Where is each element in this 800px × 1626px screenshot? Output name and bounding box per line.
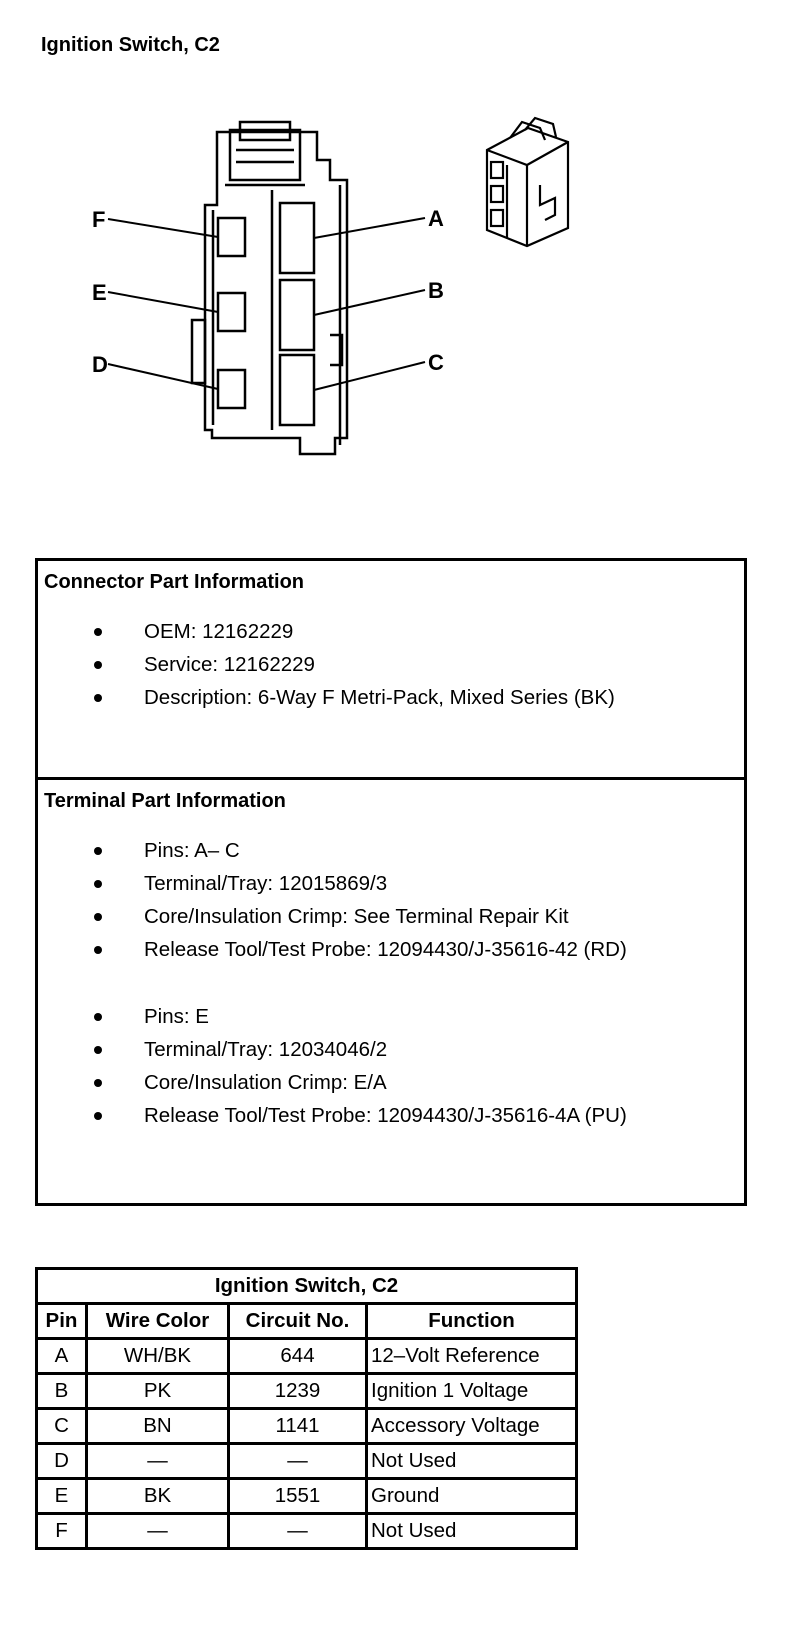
cell-circuit-no: 644 bbox=[227, 1337, 368, 1375]
list-item: Description: 6-Way F Metri-Pack, Mixed S… bbox=[38, 681, 744, 714]
cell-pin: C bbox=[35, 1407, 88, 1445]
cell-wire-color: BN bbox=[85, 1407, 230, 1445]
list-item: Release Tool/Test Probe: 12094430/J-3561… bbox=[38, 1099, 744, 1132]
part-information-box: Connector Part Information OEM: 12162229… bbox=[35, 558, 747, 1206]
connector-latch bbox=[228, 128, 302, 182]
cavity-c bbox=[278, 353, 316, 427]
list-item: Pins: A– C bbox=[38, 834, 744, 867]
pin-label-d: D bbox=[92, 352, 108, 377]
cell-wire-color: — bbox=[85, 1442, 230, 1480]
connector-info-list: OEM: 12162229 Service: 12162229 Descript… bbox=[38, 615, 744, 714]
pin-table-title: Ignition Switch, C2 bbox=[35, 1267, 578, 1305]
terminal-info-heading: Terminal Part Information bbox=[44, 790, 286, 812]
cell-function: Not Used bbox=[365, 1512, 578, 1550]
cell-circuit-no: 1551 bbox=[227, 1477, 368, 1515]
pin-table: Ignition Switch, C2 Pin Wire Color Circu… bbox=[35, 1267, 578, 1550]
cell-circuit-no: 1141 bbox=[227, 1407, 368, 1445]
connector-info-heading: Connector Part Information bbox=[44, 571, 305, 593]
table-row: B PK 1239 Ignition 1 Voltage bbox=[35, 1372, 578, 1410]
cell-circuit-no: 1239 bbox=[227, 1372, 368, 1410]
cell-wire-color: BK bbox=[85, 1477, 230, 1515]
connector-diagram: A B C D E F bbox=[92, 116, 570, 456]
pin-label-e: E bbox=[92, 280, 107, 305]
terminal-info-group-1: Pins: A– C Terminal/Tray: 12015869/3 Cor… bbox=[38, 834, 744, 966]
cavity-b bbox=[278, 278, 316, 352]
list-item: Core/Insulation Crimp: E/A bbox=[38, 1066, 744, 1099]
pin-label-a: A bbox=[428, 206, 444, 231]
connector-isometric-view bbox=[485, 116, 570, 248]
terminal-part-information: Terminal Part Information Pins: A– C Ter… bbox=[38, 780, 744, 1203]
cell-circuit-no: — bbox=[227, 1512, 368, 1550]
table-row: C BN 1141 Accessory Voltage bbox=[35, 1407, 578, 1445]
table-row: F — — Not Used bbox=[35, 1512, 578, 1550]
table-row: D — — Not Used bbox=[35, 1442, 578, 1480]
pin-label-f: F bbox=[92, 207, 105, 232]
cell-function: Ground bbox=[365, 1477, 578, 1515]
cell-pin: B bbox=[35, 1372, 88, 1410]
connector-part-information: Connector Part Information OEM: 12162229… bbox=[38, 561, 744, 780]
cell-pin: F bbox=[35, 1512, 88, 1550]
cell-function: Accessory Voltage bbox=[365, 1407, 578, 1445]
list-item: OEM: 12162229 bbox=[38, 615, 744, 648]
list-item: Service: 12162229 bbox=[38, 648, 744, 681]
cell-wire-color: PK bbox=[85, 1372, 230, 1410]
list-item: Release Tool/Test Probe: 12094430/J-3561… bbox=[38, 933, 744, 966]
column-header-wire-color: Wire Color bbox=[85, 1302, 230, 1340]
cell-wire-color: WH/BK bbox=[85, 1337, 230, 1375]
cell-function: 12–Volt Reference bbox=[365, 1337, 578, 1375]
pin-label-c: C bbox=[428, 350, 444, 375]
cavity-a bbox=[278, 201, 316, 275]
column-header-function: Function bbox=[365, 1302, 578, 1340]
cell-circuit-no: — bbox=[227, 1442, 368, 1480]
terminal-info-group-2: Pins: E Terminal/Tray: 12034046/2 Core/I… bbox=[38, 1000, 744, 1132]
column-header-pin: Pin bbox=[35, 1302, 88, 1340]
list-item: Pins: E bbox=[38, 1000, 744, 1033]
pin-label-b: B bbox=[428, 278, 444, 303]
cavity-f bbox=[216, 216, 247, 258]
list-item: Core/Insulation Crimp: See Terminal Repa… bbox=[38, 900, 744, 933]
page-title: Ignition Switch, C2 bbox=[41, 34, 220, 56]
cavity-d bbox=[216, 368, 247, 410]
cavity-e bbox=[216, 291, 247, 333]
cell-pin: D bbox=[35, 1442, 88, 1480]
cell-function: Not Used bbox=[365, 1442, 578, 1480]
list-item: Terminal/Tray: 12015869/3 bbox=[38, 867, 744, 900]
column-header-circuit-no: Circuit No. bbox=[227, 1302, 368, 1340]
cell-pin: A bbox=[35, 1337, 88, 1375]
cell-pin: E bbox=[35, 1477, 88, 1515]
table-row: E BK 1551 Ground bbox=[35, 1477, 578, 1515]
cell-function: Ignition 1 Voltage bbox=[365, 1372, 578, 1410]
cell-wire-color: — bbox=[85, 1512, 230, 1550]
table-row: A WH/BK 644 12–Volt Reference bbox=[35, 1337, 578, 1375]
list-item: Terminal/Tray: 12034046/2 bbox=[38, 1033, 744, 1066]
